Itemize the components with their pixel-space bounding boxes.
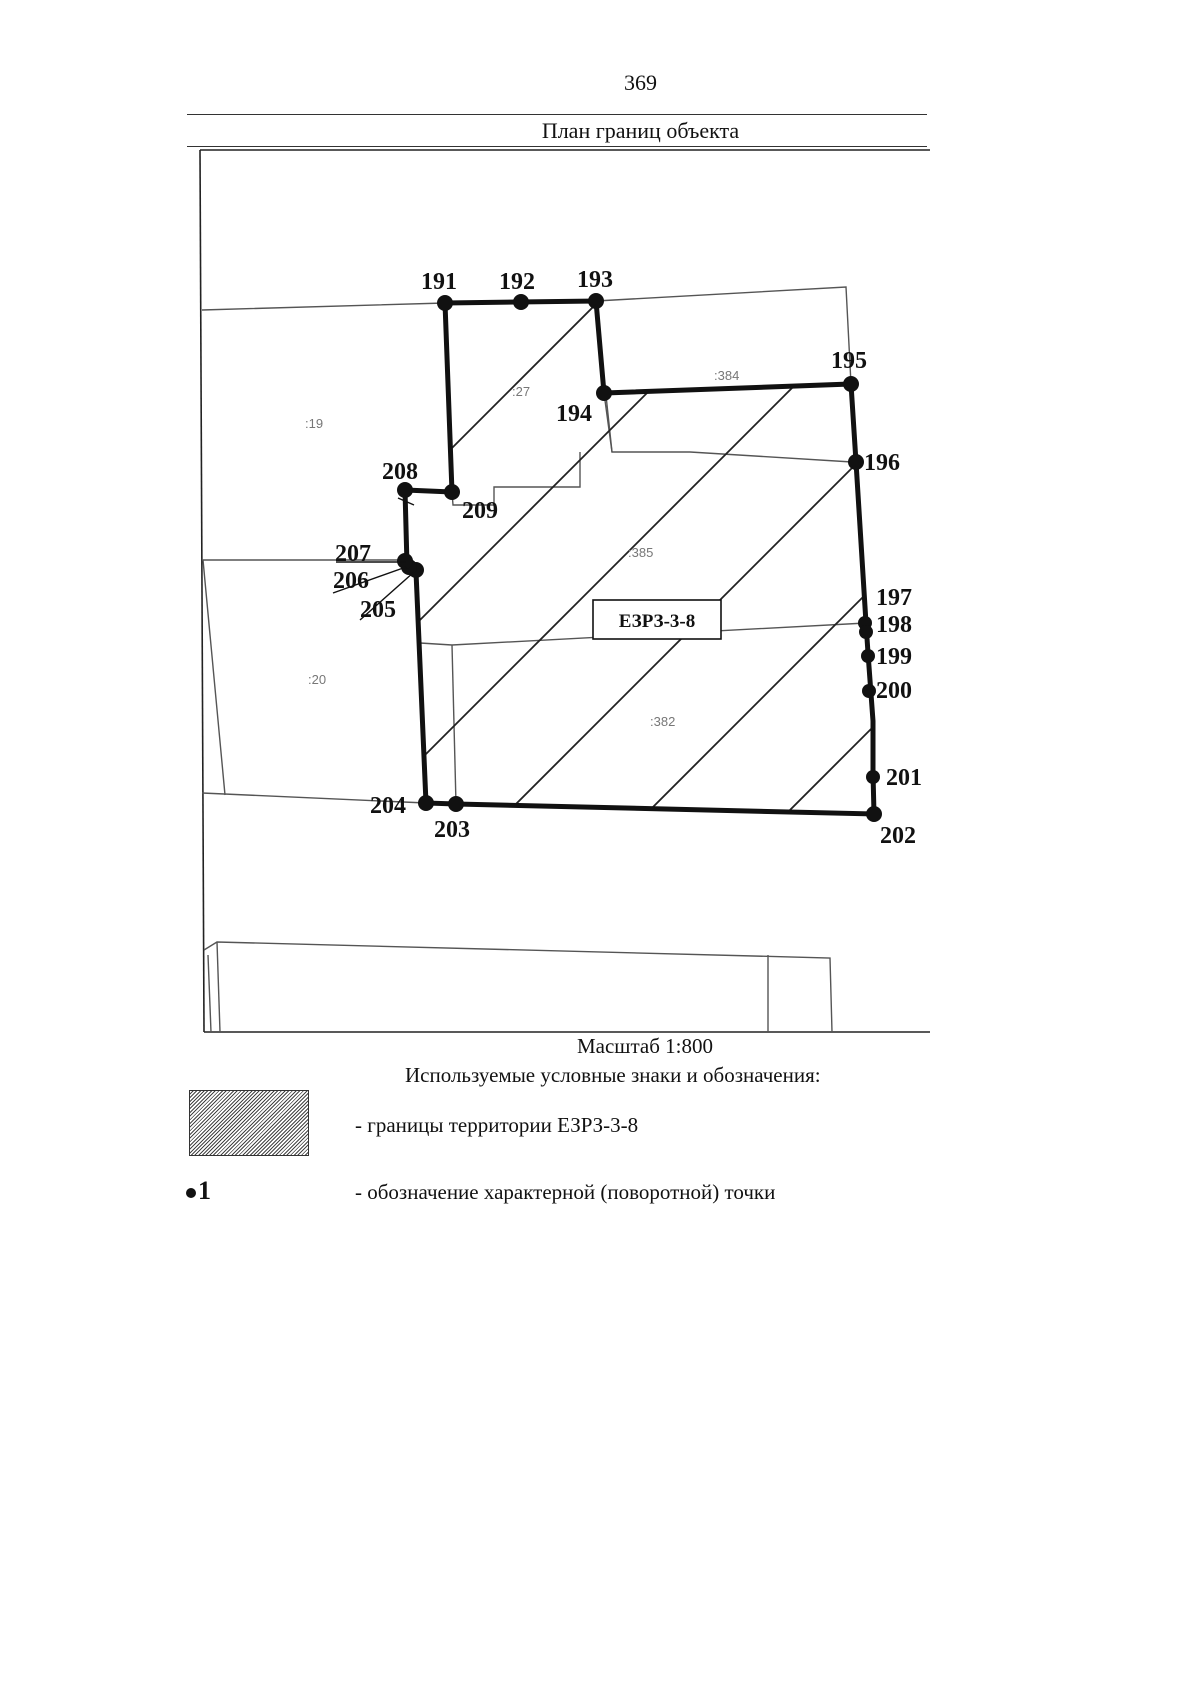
scale-label: Масштаб 1:800 — [576, 1034, 713, 1058]
point-209 — [444, 484, 460, 500]
point-label-191: 191 — [421, 269, 457, 295]
point-label-200: 200 — [876, 678, 912, 704]
parcel-label-20: :20 — [308, 672, 326, 687]
point-label-197: 197 — [876, 585, 912, 611]
point-label-207: 207 — [335, 541, 371, 567]
top-rule — [187, 114, 927, 115]
point-label-202: 202 — [880, 823, 916, 849]
legend-point-number: 1 — [198, 1176, 211, 1205]
point-202 — [866, 806, 882, 822]
parcel-label-382: :382 — [650, 714, 675, 729]
parcel-label-385: :385 — [628, 545, 653, 560]
parcel-label-27: :27 — [512, 384, 530, 399]
cadastral-lines — [201, 286, 867, 1033]
legend-point-text: - обозначение характерной (поворотной) т… — [355, 1180, 776, 1204]
parcel-label-19: :19 — [305, 416, 323, 431]
point-208 — [397, 482, 413, 498]
point-label-206: 206 — [333, 568, 369, 594]
point-191 — [437, 295, 453, 311]
boundary-points — [397, 293, 882, 822]
point-label-203: 203 — [434, 817, 470, 843]
point-204 — [418, 795, 434, 811]
point-label-196: 196 — [864, 450, 900, 476]
point-201 — [866, 770, 880, 784]
point-194 — [596, 385, 612, 401]
title-rule — [187, 146, 927, 147]
point-label-195: 195 — [831, 348, 867, 374]
point-200 — [862, 684, 876, 698]
zone-label-box — [592, 599, 722, 640]
point-192 — [513, 294, 529, 310]
point-193 — [588, 293, 604, 309]
zone-label: ЕЗРЗ-3-8 — [619, 611, 695, 632]
map-frame — [199, 149, 930, 1033]
point-label-192: 192 — [499, 269, 535, 295]
point-label-198: 198 — [876, 612, 912, 638]
point-199 — [861, 649, 875, 663]
legend-heading: Используемые условные знаки и обозначени… — [405, 1063, 821, 1087]
plan-title: План границ объекта — [541, 118, 740, 143]
point-label-208: 208 — [382, 459, 418, 485]
point-196 — [848, 454, 864, 470]
point-label-209: 209 — [462, 498, 498, 524]
point-207 — [397, 553, 413, 569]
point-203 — [448, 796, 464, 812]
point-label-201: 201 — [886, 765, 922, 791]
point-195 — [843, 376, 859, 392]
legend-hatch-swatch — [189, 1090, 309, 1156]
point-label-199: 199 — [876, 644, 912, 670]
point-label-194: 194 — [556, 401, 592, 427]
point-label-193: 193 — [577, 267, 613, 293]
point-198 — [859, 625, 873, 639]
parcel-label-384: :384 — [714, 368, 739, 383]
point-label-205: 205 — [360, 597, 396, 623]
legend-zone-text: - границы территории ЕЗРЗ-3-8 — [355, 1113, 639, 1137]
page-number: 369 — [624, 70, 657, 95]
legend-point-symbol: 1 — [186, 1176, 211, 1206]
point-label-204: 204 — [370, 793, 406, 819]
leader-lines — [332, 497, 415, 621]
point-dot-icon — [186, 1188, 196, 1199]
boundary-plan-map: ЕЗРЗ-3-8 :19 :27 :384 :385 :20 :382 191 … — [199, 149, 930, 1033]
